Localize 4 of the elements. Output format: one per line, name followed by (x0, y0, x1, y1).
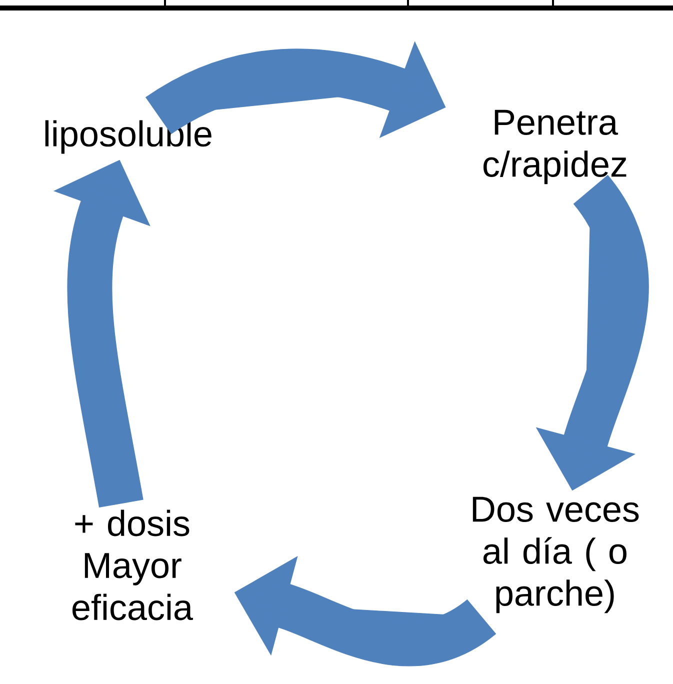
node-text: + dosis Mayor eficacia (72, 510, 193, 620)
node-text: liposoluble (45, 120, 212, 154)
node-text: Penetra c/rapidez (483, 110, 626, 184)
node-text: Dos veces al día ( o parche) (472, 496, 639, 614)
